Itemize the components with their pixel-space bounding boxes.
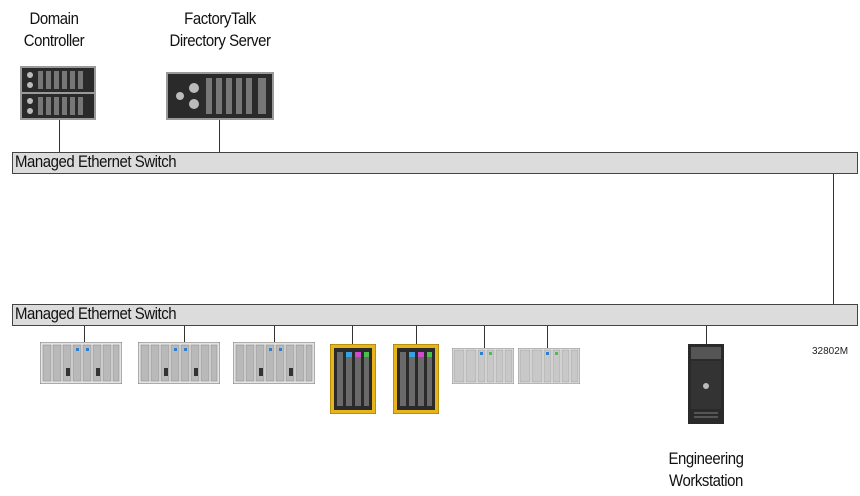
domain-controller-label-line2: Controller	[10, 30, 98, 52]
wire-switch-uplink	[833, 174, 834, 304]
compact-controller-icon	[518, 348, 580, 384]
domain-controller-label: Domain Controller	[10, 8, 98, 52]
compact-controller-icon	[452, 348, 514, 384]
domain-controller-icon	[20, 66, 96, 120]
engineering-workstation-icon	[688, 344, 724, 424]
wire-io-2	[416, 326, 417, 344]
wire-io-1	[352, 326, 353, 344]
switch-bottom-label: Managed Ethernet Switch	[15, 304, 176, 324]
managed-ethernet-switch-top: Managed Ethernet Switch	[12, 152, 858, 174]
directory-server-label-line1: FactoryTalk	[158, 8, 281, 30]
controller-chassis-icon	[233, 342, 315, 384]
wire-compact-1	[484, 326, 485, 348]
wire-domain-controller	[59, 120, 60, 152]
directory-server-icon	[166, 72, 274, 120]
directory-server-label: FactoryTalk Directory Server	[158, 8, 281, 52]
io-rack-icon	[330, 344, 376, 414]
wire-compact-2	[547, 326, 548, 348]
engineering-workstation-label-line1: Engineering	[653, 448, 759, 470]
domain-controller-label-line1: Domain	[10, 8, 98, 30]
controller-chassis-icon	[138, 342, 220, 384]
switch-top-label: Managed Ethernet Switch	[15, 152, 176, 172]
directory-server-label-line2: Directory Server	[158, 30, 281, 52]
io-rack-icon	[393, 344, 439, 414]
managed-ethernet-switch-bottom: Managed Ethernet Switch	[12, 304, 858, 326]
controller-chassis-icon	[40, 342, 122, 384]
wire-workstation	[706, 326, 707, 346]
engineering-workstation-label: Engineering Workstation	[653, 448, 759, 492]
figure-id: 32802M	[812, 346, 848, 357]
engineering-workstation-label-line2: Workstation	[653, 470, 759, 492]
wire-directory-server	[219, 120, 220, 152]
